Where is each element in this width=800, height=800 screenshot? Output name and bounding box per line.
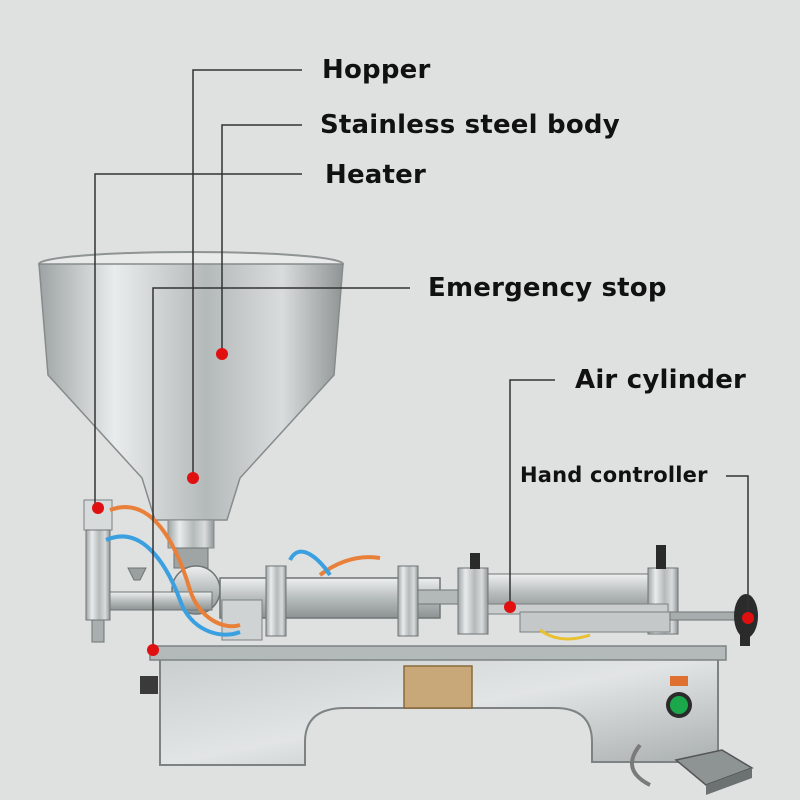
air-cylinder xyxy=(457,545,679,635)
cabinet-base xyxy=(140,645,727,766)
foot-pedal xyxy=(630,743,754,795)
callout-markers xyxy=(92,348,754,656)
nameplate xyxy=(403,665,473,709)
cylinder-marker-icon xyxy=(504,601,516,613)
side-switch xyxy=(140,676,158,694)
hopper xyxy=(38,251,344,569)
label-stainless-steel-body: Stainless steel body xyxy=(320,110,620,140)
air-tubes xyxy=(105,505,591,641)
label-emergency-stop: Emergency stop xyxy=(428,273,667,303)
callout-lines xyxy=(94,69,749,650)
hand-marker-icon xyxy=(742,612,754,624)
hopper-marker-icon xyxy=(187,472,199,484)
indicator-lamp xyxy=(670,676,688,686)
heater-marker-icon xyxy=(92,502,104,514)
label-hand-controller: Hand controller xyxy=(520,463,708,487)
label-air-cylinder: Air cylinder xyxy=(575,365,747,395)
label-heater: Heater xyxy=(325,160,427,190)
body-marker-icon xyxy=(216,348,228,360)
estop-marker-icon xyxy=(147,644,159,656)
material-cylinder xyxy=(219,565,459,641)
label-hopper: Hopper xyxy=(322,55,431,85)
valve-assembly xyxy=(83,499,221,643)
power-button-icon xyxy=(666,692,692,718)
